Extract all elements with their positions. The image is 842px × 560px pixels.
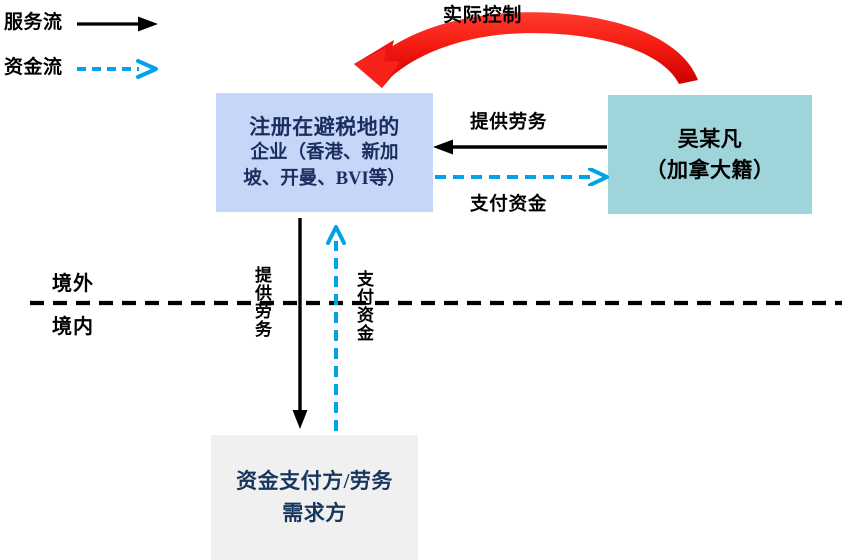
node-offshore-entity-line2: 企业（香港、新加 (250, 143, 399, 164)
edge-arrow-pay-funds-horizontal (433, 167, 609, 191)
node-individual-person[interactable]: 吴某凡 （加拿大籍） (608, 95, 812, 214)
jurisdiction-border-line (30, 296, 842, 315)
node-offshore-entity[interactable]: 注册在避税地的 企业（香港、新加 坡、开曼、BVI等） (216, 93, 433, 212)
legend-dashed-arrow-right-icon (76, 57, 160, 81)
node-offshore-entity-text: 注册在避税地的 企业（香港、新加 坡、开曼、BVI等） (243, 113, 405, 193)
edge-arrow-provide-service-horizontal (433, 138, 609, 161)
legend-item-label-capital-flow: 资金流 (4, 57, 63, 78)
legend-solid-arrow-right-icon (76, 12, 160, 36)
node-payer-service-demander-text: 资金支付方/劳务 需求方 (236, 466, 393, 529)
node-payer-line1: 资金支付方/劳务 (236, 469, 393, 493)
node-payer-service-demander[interactable]: 资金支付方/劳务 需求方 (211, 435, 418, 560)
legend-item-label-service-flow: 服务流 (4, 12, 63, 33)
edge-label-pay-funds-horizontal: 支付资金 (470, 195, 548, 215)
node-offshore-entity-line3: 坡、开曼、BVI等） (243, 168, 406, 189)
edge-arrow-provide-service-vertical (290, 218, 310, 435)
node-individual-person-line2: （加拿大籍） (645, 157, 775, 182)
jurisdiction-label-overseas: 境外 (52, 273, 94, 295)
node-individual-person-text: 吴某凡 （加拿大籍） (646, 124, 775, 185)
jurisdiction-label-domestic: 境内 (52, 316, 94, 338)
edge-arrow-pay-funds-vertical (326, 225, 346, 436)
control-relationship-arrow (338, 4, 708, 95)
control-relationship-label: 实际控制 (443, 5, 523, 26)
edge-label-pay-funds-vertical: 支付资金 (354, 270, 373, 342)
node-payer-line2: 需求方 (282, 500, 347, 525)
edge-label-provide-service-vertical: 提供劳务 (252, 266, 271, 338)
node-offshore-entity-line1: 注册在避税地的 (249, 114, 400, 139)
node-individual-person-line1: 吴某凡 (677, 127, 743, 152)
legend: 服务流 资金流 (0, 0, 180, 88)
edge-label-provide-service-horizontal: 提供劳务 (470, 113, 548, 133)
